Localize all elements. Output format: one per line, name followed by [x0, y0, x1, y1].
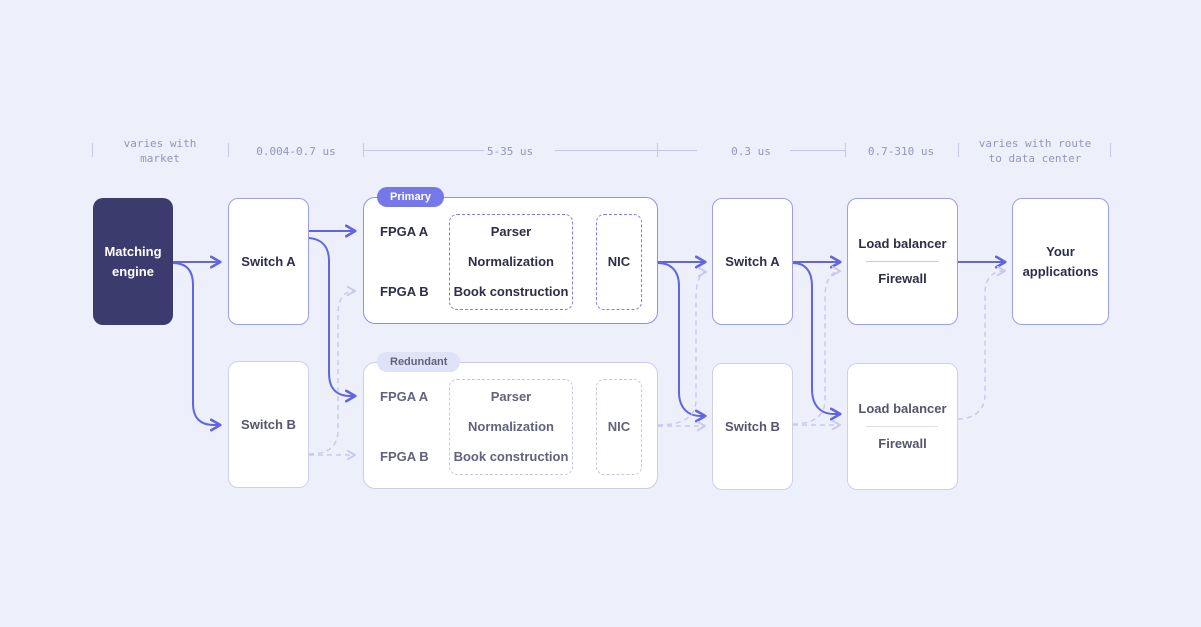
timeline-line — [555, 150, 657, 151]
your-applications-label: Your applications — [1022, 243, 1099, 279]
connector-engine-to-switch-b — [172, 262, 222, 432]
node-switch-a-exchange: Switch A — [228, 198, 309, 325]
load-balancer-label: Load balancer — [858, 401, 947, 416]
pipeline-box: Parser Normalization Book construction — [449, 214, 573, 310]
pipeline-step-book-construction: Book construction — [453, 284, 569, 299]
timeline-tick — [92, 143, 93, 157]
switch-a-label: Switch A — [241, 253, 296, 269]
timeline-line — [363, 150, 484, 151]
timeline-tick — [958, 143, 959, 157]
pipeline-step-parser: Parser — [490, 224, 532, 239]
firewall-label: Firewall — [878, 436, 927, 451]
fpga-b-label: FPGA B — [380, 449, 429, 464]
timeline-line — [790, 150, 845, 151]
switch-b-label: Switch B — [725, 418, 780, 434]
switch-b-label: Switch B — [241, 416, 296, 432]
nic-box: NIC — [596, 379, 642, 475]
primary-badge: Primary — [377, 187, 444, 207]
timeline-tick — [228, 143, 229, 157]
timeline-line — [657, 150, 697, 151]
connector-primary-to-switch-b — [657, 262, 707, 423]
nic-box: NIC — [596, 214, 642, 310]
node-load-balancer-top: Load balancer Firewall — [847, 198, 958, 325]
connector-lb-bottom-to-applications — [957, 265, 1006, 420]
pipeline-step-parser: Parser — [490, 389, 532, 404]
nic-label: NIC — [607, 254, 631, 269]
connector-switch-a-to-lb-bottom — [792, 262, 842, 421]
firewall-label: Firewall — [878, 271, 927, 286]
connector-redundant-to-switch-a — [657, 266, 707, 426]
timeline-tick — [845, 143, 846, 157]
redundant-badge: Redundant — [377, 352, 461, 372]
fpga-b-label: FPGA B — [380, 284, 429, 299]
node-switch-b-exchange: Switch B — [228, 361, 309, 488]
group-feed-handler-redundant: Redundant FPGA A FPGA B Parser Normaliza… — [363, 352, 658, 489]
node-matching-engine: Matching engine — [93, 198, 173, 325]
connector-switch-b-to-lb-top — [792, 265, 841, 425]
timeline-label-market: varies with market — [123, 137, 197, 165]
fpga-a-label: FPGA A — [380, 389, 429, 404]
timeline-label-route: varies with route to data center — [978, 137, 1092, 165]
timeline-label-switch: 0.3 us — [731, 145, 771, 158]
load-balancer-label: Load balancer — [858, 236, 947, 251]
node-your-applications: Your applications — [1012, 198, 1109, 325]
switch-a-label: Switch A — [725, 253, 780, 269]
matching-engine-label: Matching engine — [104, 243, 162, 279]
connector-switch-a-to-redundant-fpga-a — [308, 237, 357, 403]
timeline-label-exchange-hop: 0.004-0.7 us — [256, 145, 336, 158]
nic-label: NIC — [607, 419, 631, 434]
pipeline-box: Parser Normalization Book construction — [449, 379, 573, 475]
connector-switch-b-to-primary-fpga-b — [308, 285, 356, 455]
node-load-balancer-bottom: Load balancer Firewall — [847, 363, 958, 490]
pipeline-step-normalization: Normalization — [468, 419, 554, 434]
fpga-a-label: FPGA A — [380, 224, 429, 239]
timeline-label-load-balancer: 0.7-310 us — [867, 145, 935, 158]
pipeline-step-normalization: Normalization — [468, 254, 554, 269]
divider — [866, 261, 939, 262]
pipeline-step-book-construction: Book construction — [453, 449, 569, 464]
group-feed-handler-primary: Primary FPGA A FPGA B Parser Normalizati… — [363, 187, 658, 324]
timeline-label-feed-handler: 5-35 us — [486, 145, 534, 158]
node-switch-b-distribution: Switch B — [712, 363, 793, 490]
divider — [866, 426, 939, 427]
node-switch-a-distribution: Switch A — [712, 198, 793, 325]
timeline-tick — [1110, 143, 1111, 157]
